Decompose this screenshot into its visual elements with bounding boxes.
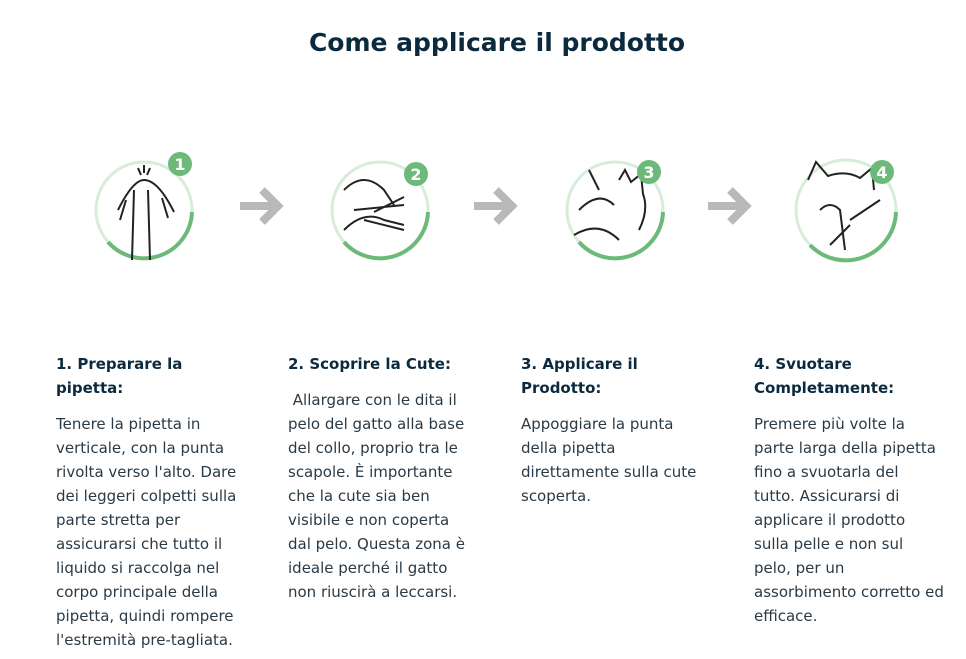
step-1: 1. Preparare la pipetta: Tenere la pipet… bbox=[56, 352, 244, 652]
step-heading: 2. Scoprire la Cute: bbox=[288, 355, 451, 373]
arrow-right-icon bbox=[238, 186, 284, 226]
step-4-illustration-icon: 4 bbox=[790, 150, 906, 266]
step-badge: 3 bbox=[643, 163, 654, 182]
step-badge: 4 bbox=[876, 163, 887, 182]
arrow-right-icon bbox=[472, 186, 518, 226]
step-description: Tenere la pipetta in verticale, con la p… bbox=[56, 415, 237, 649]
step-2: 2. Scoprire la Cute: Allargare con le di… bbox=[288, 352, 476, 604]
step-4: 4. Svuotare Completamente: Premere più v… bbox=[754, 352, 944, 628]
arrow-right-icon bbox=[706, 186, 752, 226]
step-3-illustration-icon: 3 bbox=[559, 150, 675, 266]
step-description: Premere più volte la parte larga della p… bbox=[754, 415, 944, 625]
step-3: 3. Applicare il Prodotto: Appoggiare la … bbox=[521, 352, 701, 508]
step-heading: 4. Svuotare Completamente: bbox=[754, 355, 895, 397]
step-heading: 1. Preparare la pipetta: bbox=[56, 355, 183, 397]
page-title: Come applicare il prodotto bbox=[308, 28, 686, 57]
step-heading: 3. Applicare il Prodotto: bbox=[521, 355, 638, 397]
step-description: Allargare con le dita il pelo del gatto … bbox=[288, 391, 470, 601]
step-1-illustration-icon: 1 bbox=[88, 150, 204, 266]
step-2-illustration-icon: 2 bbox=[324, 150, 440, 266]
step-description: Appoggiare la punta della pipetta dirett… bbox=[521, 415, 697, 505]
step-badge: 1 bbox=[174, 155, 185, 174]
step-badge: 2 bbox=[410, 165, 421, 184]
